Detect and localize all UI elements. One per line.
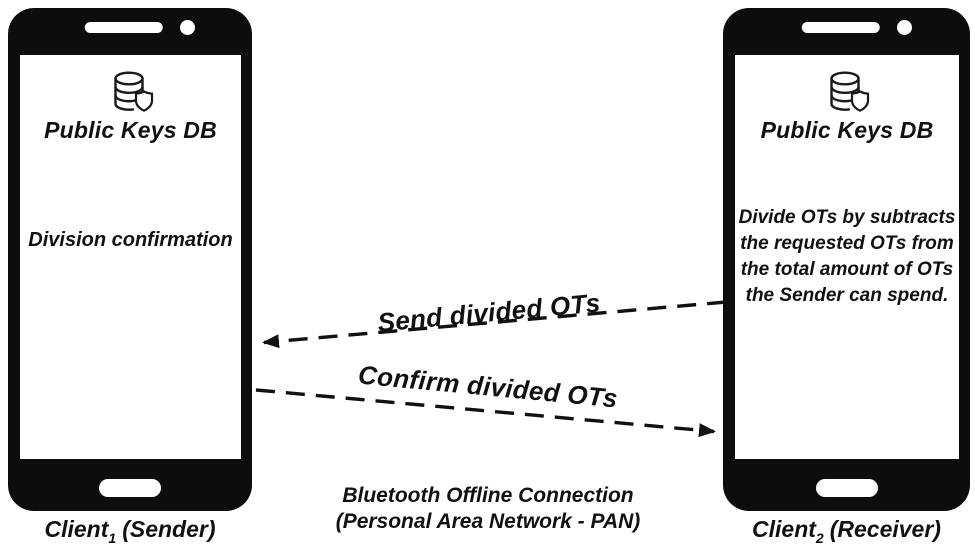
client2-note-line: the requested OTs from [740,233,954,254]
client2-phone: Public Keys DB Divide OTs by subtracts t… [723,8,970,511]
client2-caption-subscript: 2 [815,530,824,546]
client1-phone: Public Keys DB Division confirmation [8,8,252,511]
client2-caption: Client2 (Receiver) [723,516,970,546]
client1-caption: Client1 (Sender) [8,516,252,546]
home-button-icon [99,479,161,497]
client2-note-line: the Sender can spend. [745,285,949,306]
client2-db-label: Public Keys DB [760,117,934,143]
client1-db-label: Public Keys DB [44,117,217,143]
send-arrow [262,300,727,349]
client1-caption-subscript: 1 [108,530,117,546]
client1-caption-name: Client [44,516,109,542]
client2-screen-note: Divide OTs by subtracts the requested OT… [735,205,959,309]
camera-dot-icon [896,20,912,35]
client1-screen-note: Division confirmation [28,229,233,251]
confirm-arrow [255,388,716,438]
client2-caption-name: Client [752,516,816,542]
client1-caption-role: (Sender) [122,516,216,542]
database-shield-icon [113,71,153,112]
database-shield-icon [830,71,870,112]
connection-caption-line2: (Personal Area Network - PAN) [335,510,641,533]
connection-caption: Bluetooth Offline Connection (Personal A… [288,483,688,535]
speaker-bar-icon [84,22,163,33]
connection-caption-line1: Bluetooth Offline Connection [342,484,634,507]
client2-note-line: Divide OTs by subtracts [738,207,956,228]
home-button-icon [815,479,878,497]
client2-note-line: the total amount of OTs [740,259,954,280]
client2-screen: Public Keys DB Divide OTs by subtracts t… [735,55,959,459]
camera-dot-icon [180,20,195,35]
client1-screen: Public Keys DB Division confirmation [20,55,241,459]
client2-caption-role: (Receiver) [829,516,941,542]
speaker-bar-icon [801,22,880,33]
